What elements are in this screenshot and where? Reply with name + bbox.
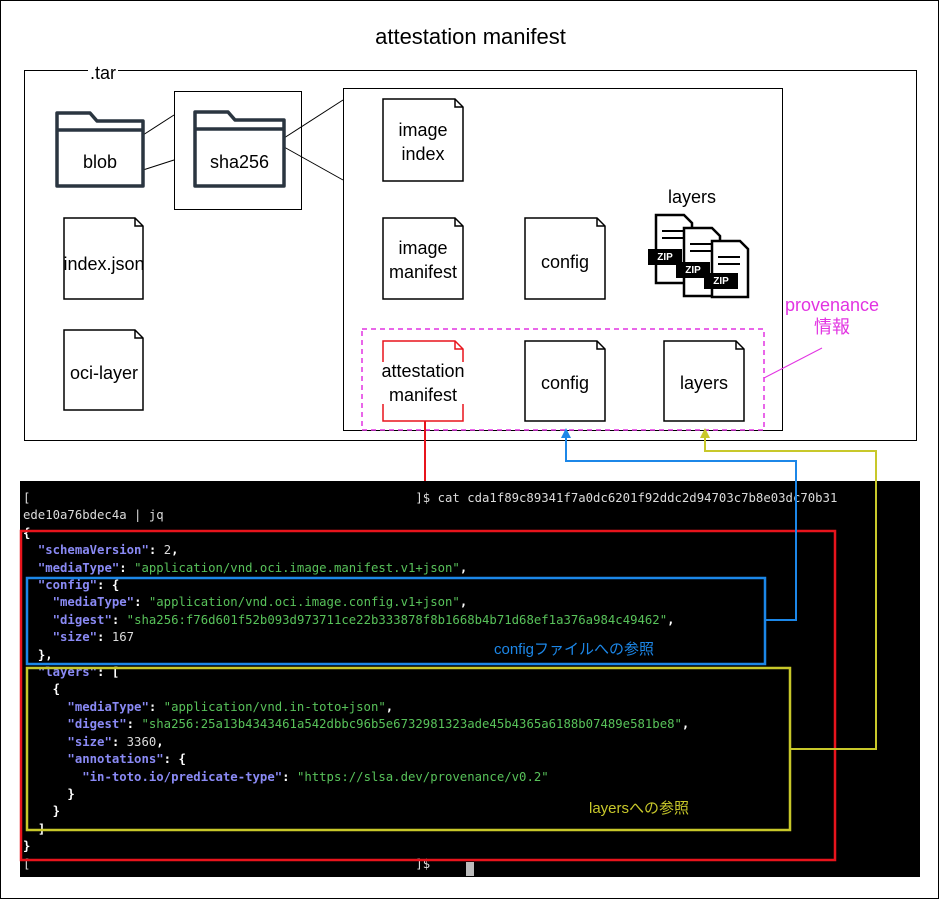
image-manifest-label: image manifest xyxy=(388,238,458,282)
layers-label: layers xyxy=(667,187,716,207)
zip-archive-icons xyxy=(648,213,750,299)
tar-label: .tar xyxy=(88,61,119,85)
layers-reference-arrow xyxy=(700,428,877,750)
attestation-manifest-label: attestation manifest xyxy=(381,361,465,405)
terminal-command-line: [ ]$ cat cda1f89c89341f7a0dc6201f92ddc2d… xyxy=(23,491,838,505)
config-reference-arrow xyxy=(561,428,797,621)
oci-layer-file-icon xyxy=(63,329,144,411)
jq-output: [ ]$ cat cda1f89c89341f7a0dc6201f92ddc2d… xyxy=(23,491,838,871)
layer-digest-value: "sha256:25a13b4343461a542dbbc96b5e673298… xyxy=(141,717,682,732)
config-label: config xyxy=(540,252,590,272)
provenance-callout-line xyxy=(763,347,823,379)
zip-label-1: ZIP xyxy=(657,252,673,263)
index-json-label: index.json xyxy=(63,254,145,274)
provenance-info-label: provenance 情報 xyxy=(784,295,880,337)
zip-label-3: ZIP xyxy=(713,276,729,287)
provenance-config-file-icon xyxy=(524,340,606,422)
config-size-value: 167 xyxy=(111,630,135,645)
config-file-icon xyxy=(524,217,606,300)
provenance-layers-file-icon xyxy=(663,340,745,422)
oci-layer-label: oci-layer xyxy=(69,363,139,383)
terminal-cursor xyxy=(466,862,474,876)
folder-connectors xyxy=(142,99,344,181)
blob-label: blob xyxy=(82,152,118,172)
predicate-type-value: "https://slsa.dev/provenance/v0.2" xyxy=(296,769,549,784)
image-index-label: image index xyxy=(398,120,448,164)
sha256-label: sha256 xyxy=(209,152,270,172)
terminal-window: [ ]$ cat cda1f89c89341f7a0dc6201f92ddc2d… xyxy=(20,481,920,877)
image-manifest-file-icon xyxy=(382,217,464,300)
attestation-manifest-file-icon xyxy=(382,340,464,422)
image-index-file-icon xyxy=(382,98,464,182)
config-reference-note: configファイルへの参照 xyxy=(494,641,655,658)
schema-version-value: 2 xyxy=(163,543,172,558)
diagram-title: attestation manifest xyxy=(375,24,566,49)
provenance-config-label: config xyxy=(540,373,590,393)
manifest-highlight-box xyxy=(19,529,837,862)
layer-size-value: 3360 xyxy=(126,734,157,749)
config-media-type-value: "application/vnd.oci.image.config.v1+jso… xyxy=(148,595,460,610)
blob-folder-icon xyxy=(55,111,145,188)
config-highlight-box xyxy=(25,576,767,666)
layers-reference-note: layersへの参照 xyxy=(589,800,690,817)
provenance-layers-label: layers xyxy=(679,373,728,393)
zip-label-2: ZIP xyxy=(685,265,701,276)
sha256-folder-icon xyxy=(193,110,286,188)
terminal-command-cont: ede10a76bdec4a | jq xyxy=(23,508,164,523)
layer-media-type-value: "application/vnd.in-toto+json" xyxy=(163,699,386,714)
index-json-file-icon xyxy=(63,217,144,300)
config-digest-value: "sha256:f76d601f52b093d973711ce22b333878… xyxy=(126,612,668,627)
media-type-value: "application/vnd.oci.image.manifest.v1+j… xyxy=(134,560,460,575)
